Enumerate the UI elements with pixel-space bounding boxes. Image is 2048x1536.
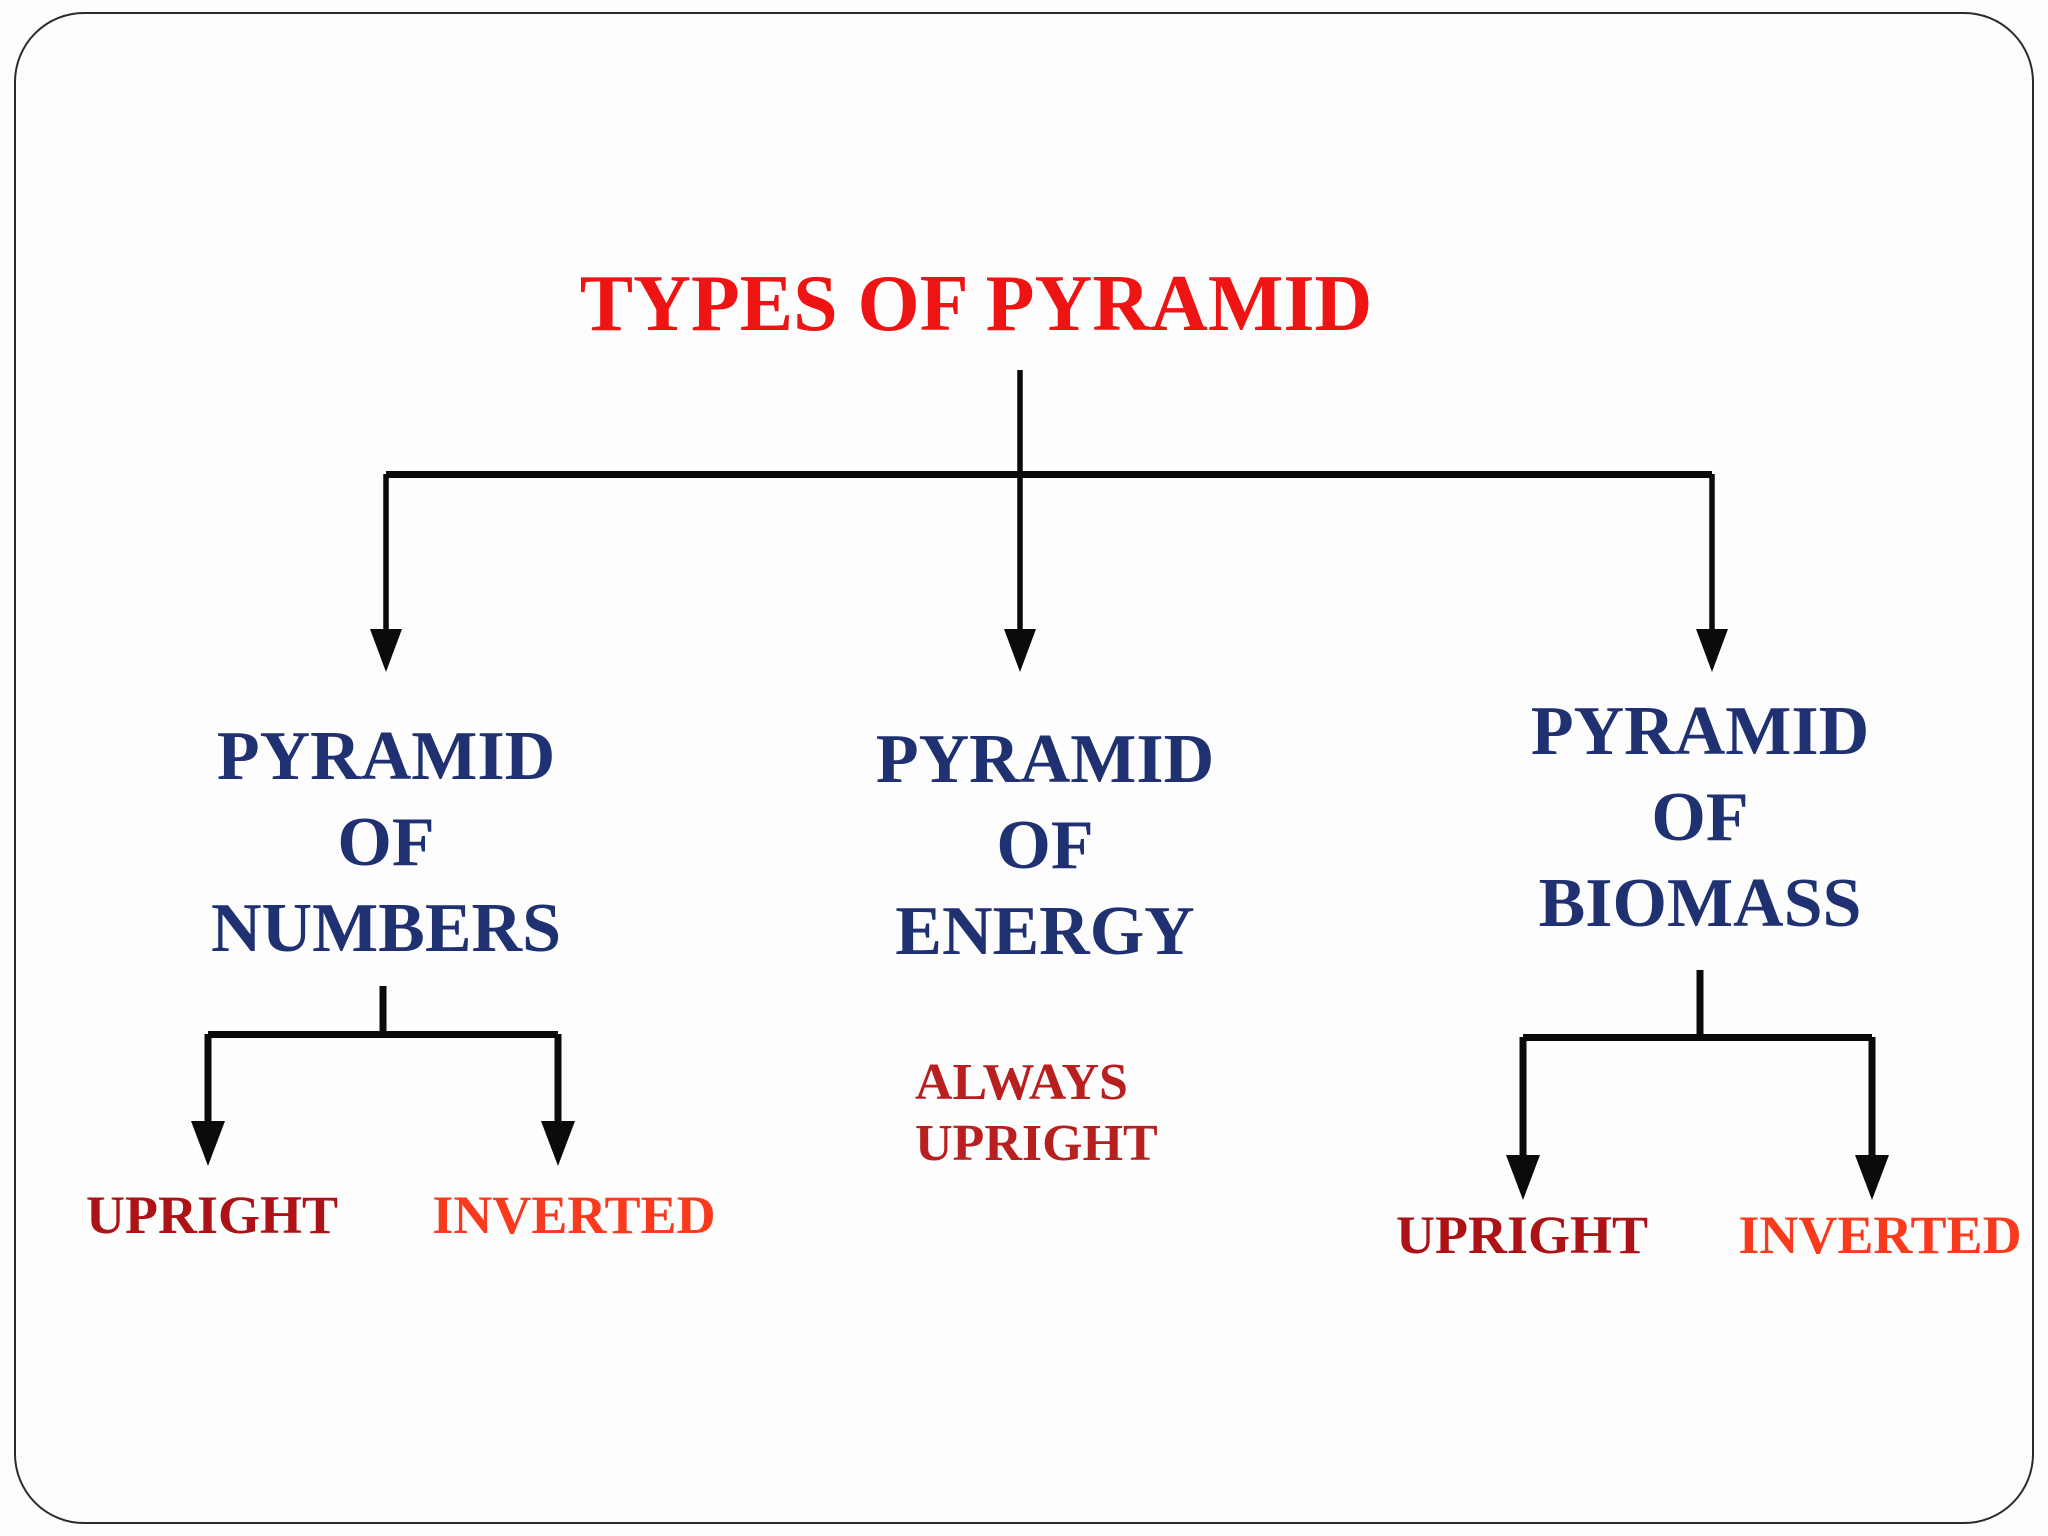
arrowhead-energy-icon bbox=[1004, 629, 1036, 672]
branch-biomass-line-2: OF bbox=[1651, 779, 1749, 856]
biomass-inverted-label: INVERTED bbox=[1738, 1205, 2022, 1265]
numbers-upright-label: UPRIGHT bbox=[85, 1185, 339, 1245]
branch-biomass-line-1: PYRAMID bbox=[1530, 693, 1870, 770]
arrowhead-biomass-inverted-icon bbox=[1855, 1155, 1889, 1200]
slide-border bbox=[14, 12, 2034, 1524]
branch-numbers-line-1: PYRAMID bbox=[216, 718, 556, 795]
arrowhead-numbers-inverted-icon bbox=[541, 1121, 575, 1166]
arrowhead-biomass-icon bbox=[1696, 629, 1728, 672]
branch-numbers-line-3: NUMBERS bbox=[210, 890, 562, 967]
branch-label-numbers: PYRAMID OF NUMBERS bbox=[126, 714, 646, 972]
numbers-inverted-label: INVERTED bbox=[432, 1185, 716, 1245]
arrowhead-numbers-upright-icon bbox=[191, 1121, 225, 1166]
energy-always-upright-note: ALWAYS UPRIGHT bbox=[915, 1052, 1335, 1174]
branch-numbers-line-2: OF bbox=[337, 804, 435, 881]
branch-energy-line-3: ENERGY bbox=[895, 893, 1195, 970]
branch-energy-line-1: PYRAMID bbox=[875, 721, 1215, 798]
branch-label-energy: PYRAMID OF ENERGY bbox=[785, 717, 1305, 975]
biomass-upright-label: UPRIGHT bbox=[1395, 1205, 1649, 1265]
arrowhead-numbers-icon bbox=[370, 629, 402, 672]
branch-energy-line-2: OF bbox=[996, 807, 1094, 884]
energy-note-line-2: UPRIGHT bbox=[915, 1115, 1158, 1172]
arrowhead-biomass-upright-icon bbox=[1506, 1155, 1540, 1200]
branch-label-biomass: PYRAMID OF BIOMASS bbox=[1440, 689, 1960, 947]
energy-note-line-1: ALWAYS bbox=[915, 1054, 1128, 1111]
branch-biomass-line-3: BIOMASS bbox=[1538, 865, 1862, 942]
diagram-title: TYPES OF PYRAMID bbox=[579, 260, 1373, 348]
